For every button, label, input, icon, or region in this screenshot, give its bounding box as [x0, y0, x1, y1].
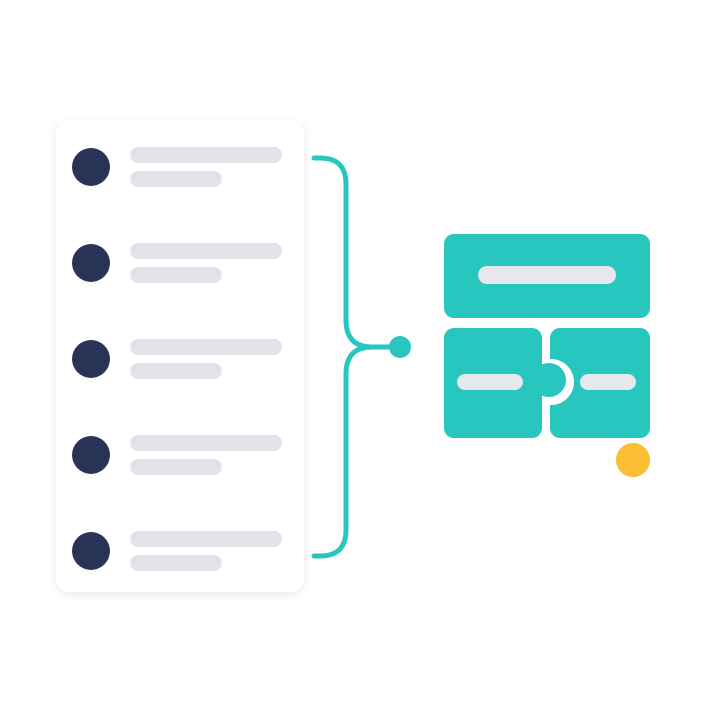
avatar — [72, 244, 110, 282]
status-dot-icon — [613, 440, 653, 480]
placeholder-line — [457, 374, 523, 390]
placeholder-line — [130, 435, 282, 451]
puzzle-left-block — [444, 328, 542, 438]
avatar — [72, 340, 110, 378]
list-panel — [56, 120, 304, 592]
puzzle-top-block — [444, 234, 650, 318]
placeholder-line — [478, 266, 616, 284]
placeholder-line — [130, 147, 282, 163]
avatar — [72, 148, 110, 186]
bracket-node — [389, 336, 411, 358]
placeholder-line — [130, 339, 282, 355]
list-item — [56, 408, 304, 504]
bracket-line — [311, 155, 403, 559]
placeholder-line — [130, 555, 222, 571]
placeholder-line — [130, 171, 222, 187]
puzzle-right-block — [528, 328, 650, 438]
placeholder-line — [130, 531, 282, 547]
puzzle-blocks-icon — [438, 228, 654, 448]
placeholder-line — [580, 374, 636, 390]
list-item — [56, 216, 304, 312]
list-item — [56, 504, 304, 600]
placeholder-line — [130, 243, 282, 259]
avatar — [72, 532, 110, 570]
list-item — [56, 312, 304, 408]
list-item — [56, 120, 304, 216]
placeholder-line — [130, 363, 222, 379]
avatar — [72, 436, 110, 474]
puzzle-knob — [532, 363, 566, 397]
placeholder-line — [130, 267, 222, 283]
placeholder-line — [130, 459, 222, 475]
